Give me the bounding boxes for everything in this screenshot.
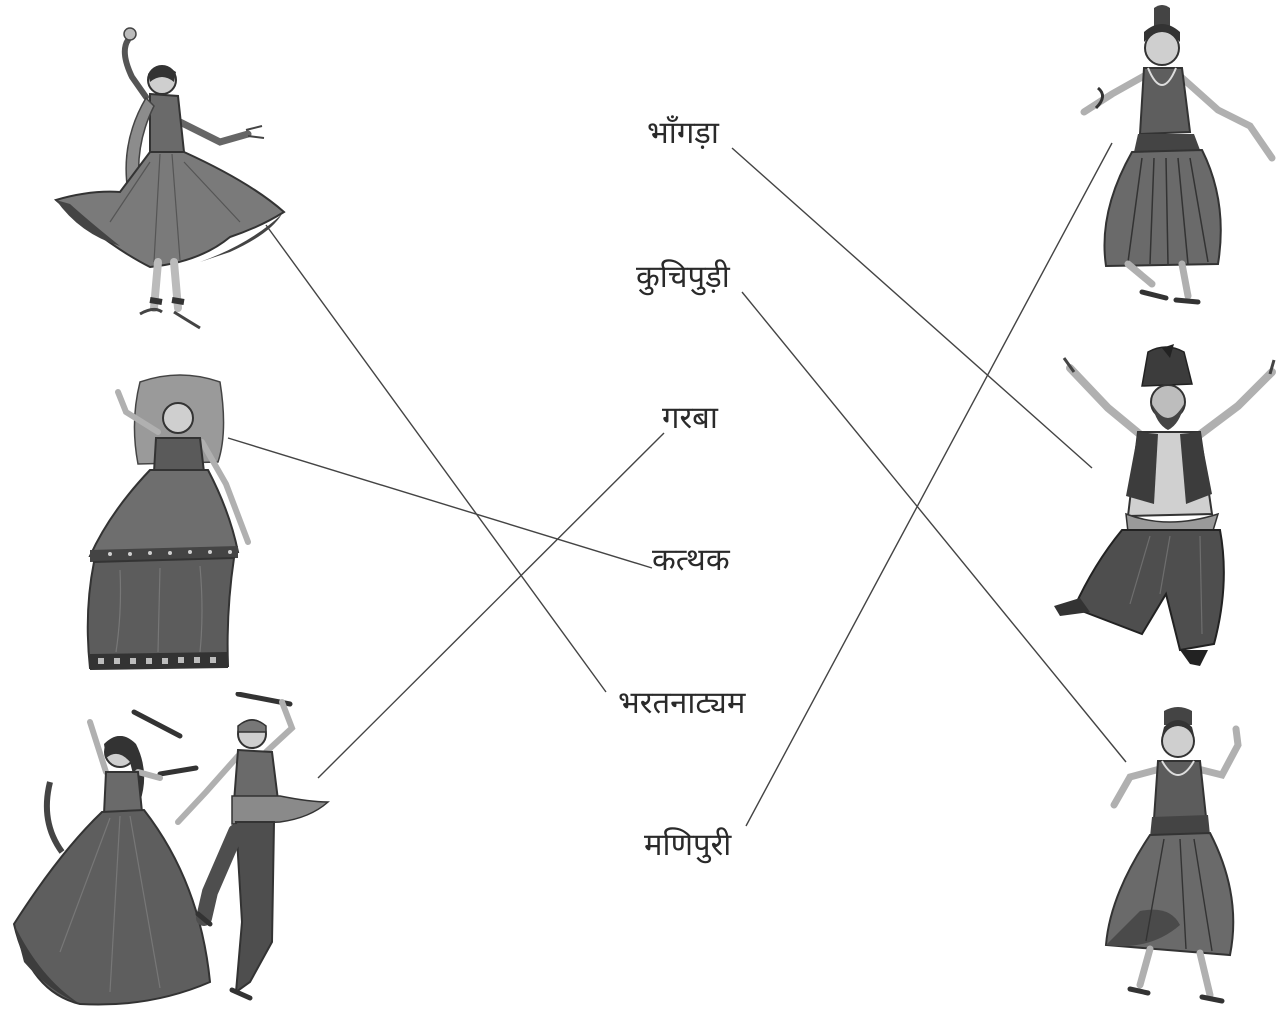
label-garba: गरबा [662,403,718,434]
label-manipuri: मणिपुरी [644,830,731,861]
rajasthani-dancer-icon [80,372,260,674]
kathak-dancer-icon [50,22,290,337]
garba-dancers-icon [10,692,340,1014]
line-garba [318,433,664,778]
line-bhangra [732,148,1092,468]
kuchipudi-dancer-icon [1090,705,1250,1007]
bharatanatyam-dancer-icon [1058,2,1283,310]
bhangra-dancer-icon [1050,344,1286,676]
label-bharatanatyam: भरतनाट्यम [618,688,745,719]
label-kathak: कत्थक [652,545,730,576]
label-kuchipudi: कुचिपुड़ी [636,262,730,293]
label-bhangra: भाँगड़ा [647,118,719,149]
line-kathak [228,438,652,568]
line-bharatanatyam [266,225,606,692]
